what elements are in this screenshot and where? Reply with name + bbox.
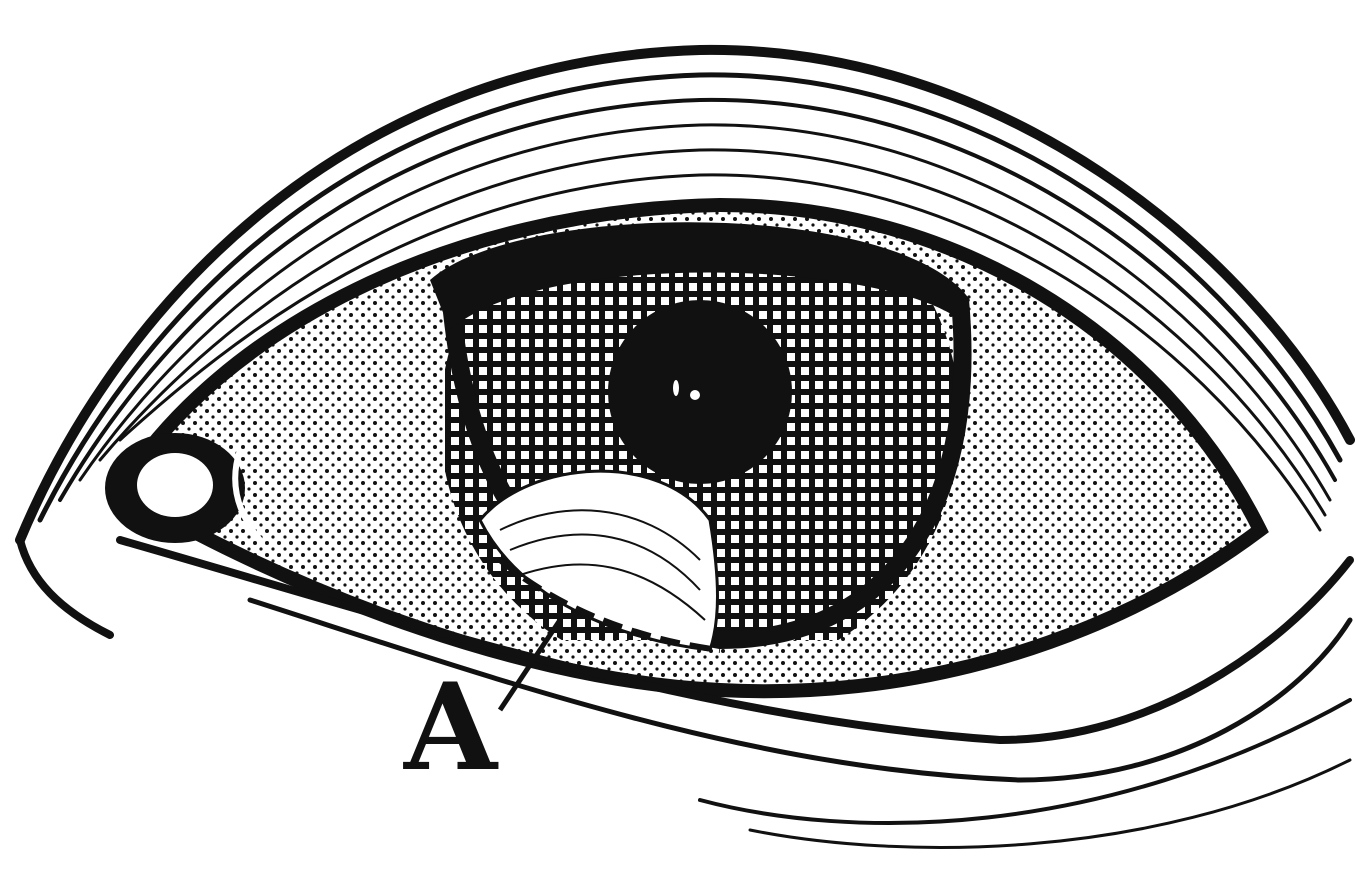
label-a: A (404, 657, 498, 798)
upper-iris-shadow (430, 222, 970, 330)
iris-outline (441, 289, 972, 650)
growth-on-sclera (478, 469, 719, 652)
caruncle (105, 433, 263, 543)
label-leader-line (497, 618, 563, 712)
lower-eyelid (116, 536, 1354, 849)
growth-dashed-boundary (498, 557, 721, 653)
pupil (608, 300, 792, 484)
upper-eyelid (15, 44, 1355, 639)
